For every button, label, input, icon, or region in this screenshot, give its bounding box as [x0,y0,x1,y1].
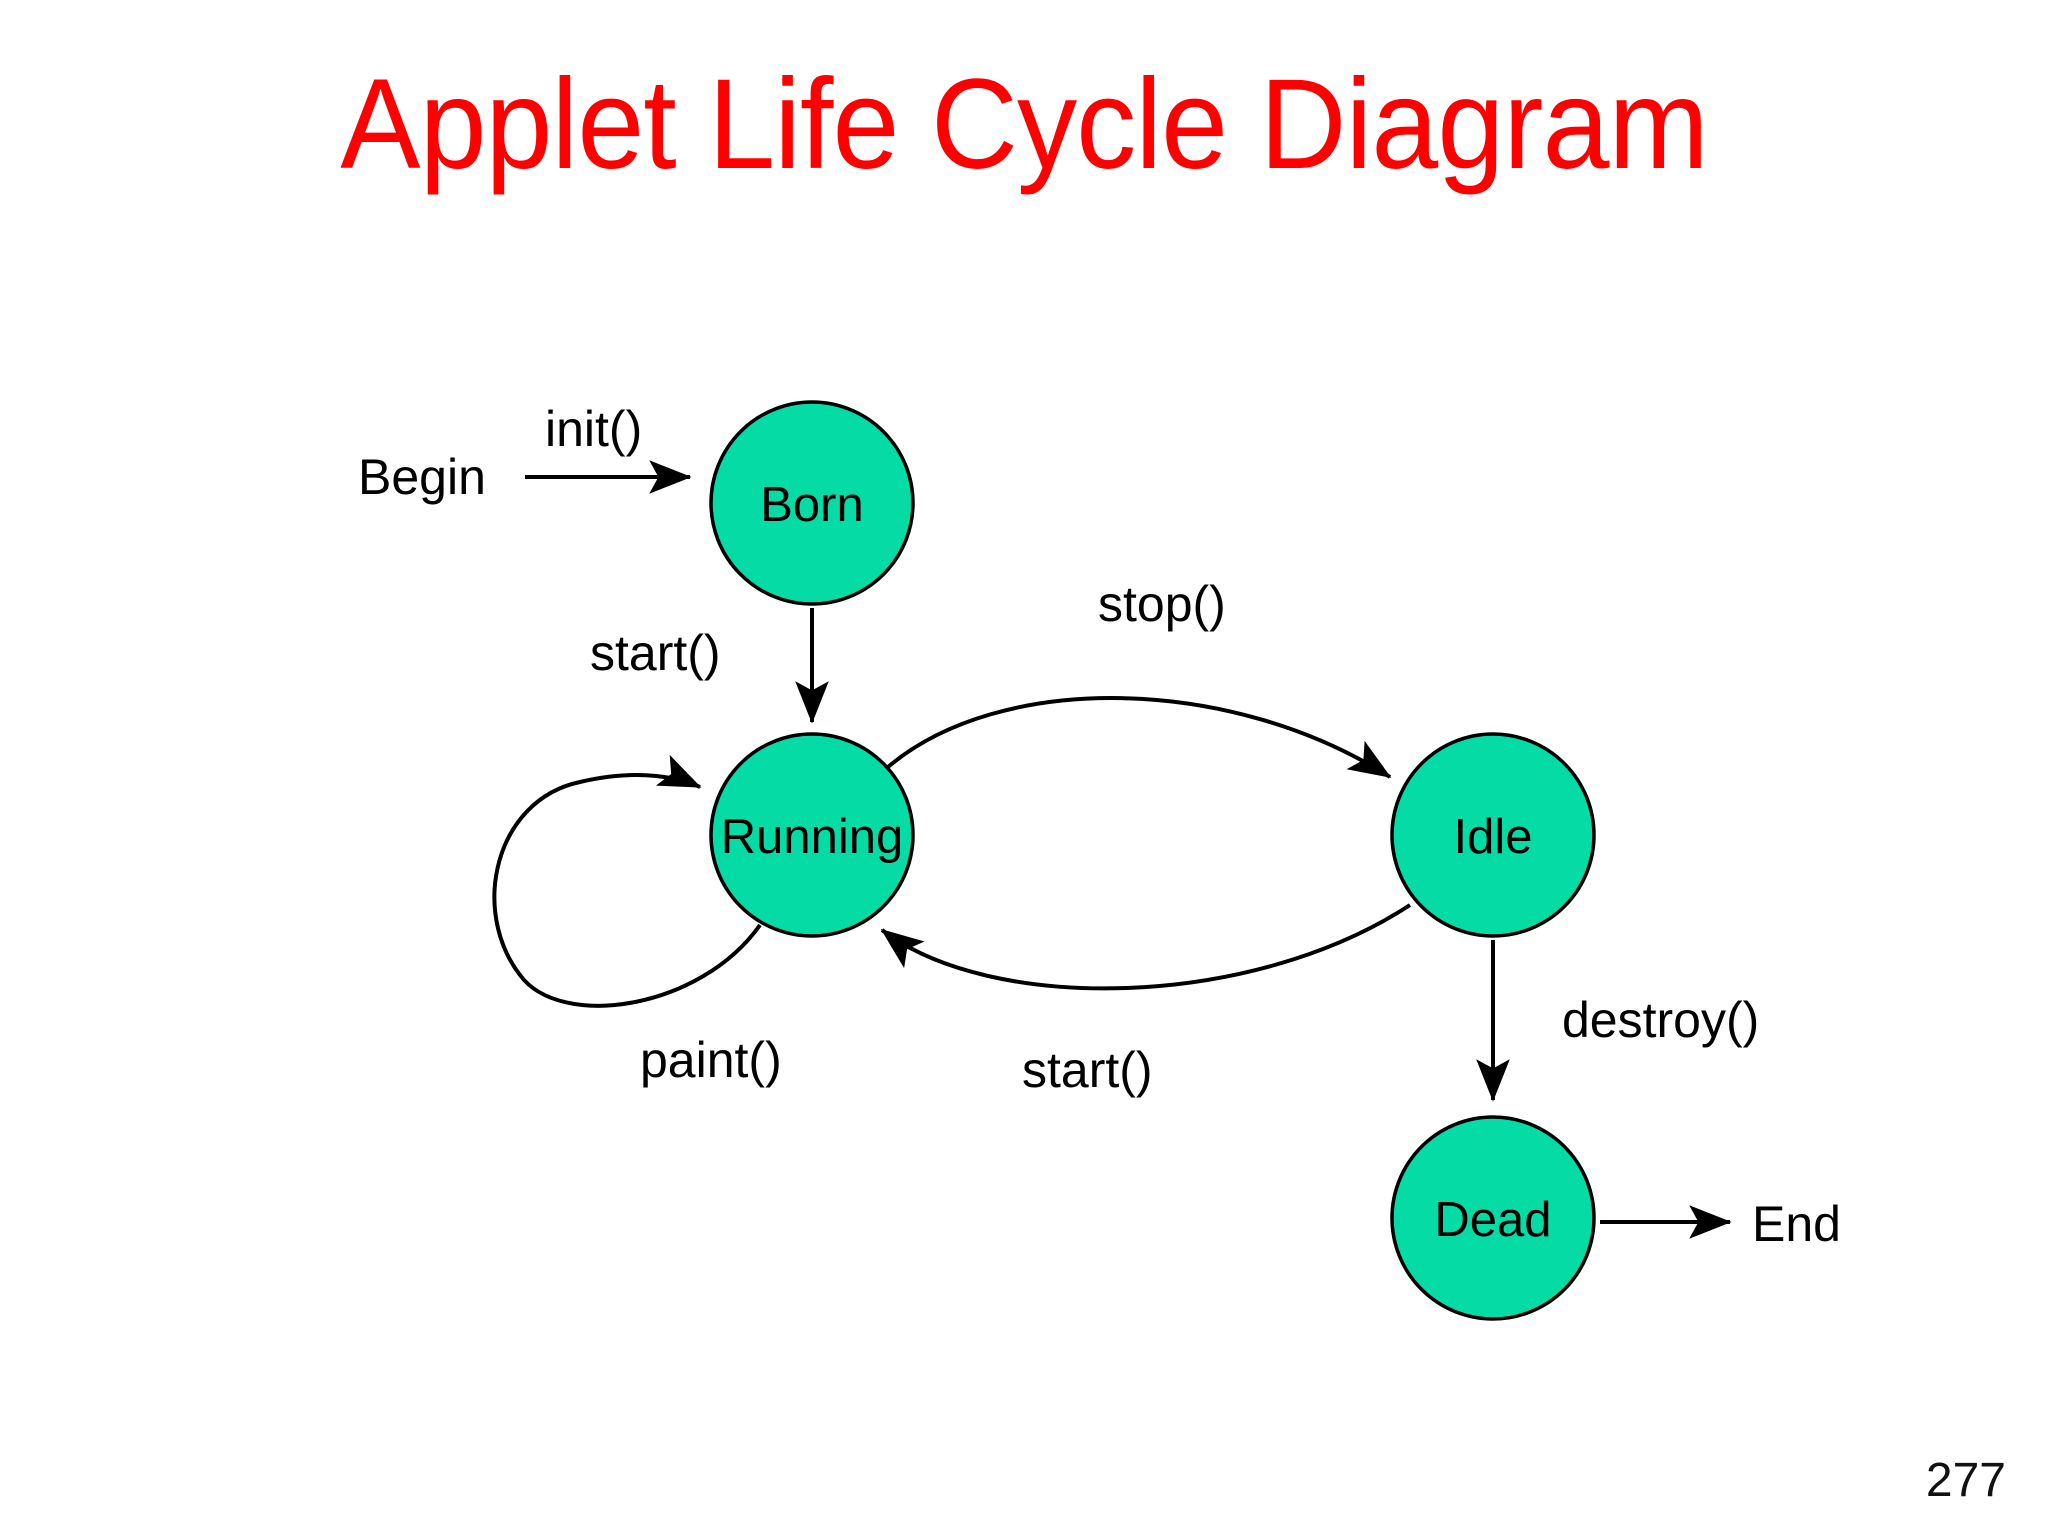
state-circle-dead[interactable] [1390,1115,1596,1321]
edge-born-to-running: start() [590,608,829,724]
edge-label-paint: paint() [640,1032,782,1088]
edge-arrow-stop [886,696,1392,779]
state-label-dead: Dead [1434,1193,1551,1247]
edge-label-start-born: start() [590,625,721,681]
state-label-idle: Idle [1453,810,1532,864]
state-circle-running[interactable] [709,732,915,938]
state-circle-idle[interactable] [1390,732,1596,938]
edge-label-stop: stop() [1098,576,1226,632]
state-label-running: Running [721,810,904,864]
state-node-dead[interactable]: Dead [1390,1115,1596,1321]
edge-label-init: init() [545,401,642,457]
edge-idle-to-dead: destroy() [1476,940,1759,1102]
terminal-label-end: End [1752,1196,1841,1252]
state-label-born: Born [760,478,864,532]
state-node-idle[interactable]: Idle [1390,732,1596,938]
edge-label-start-idle: start() [1022,1042,1153,1098]
edge-begin-to-born: init() [525,401,692,494]
edge-arrow-paint [492,754,762,1008]
page-number: 277 [1925,1454,2006,1507]
state-node-running[interactable]: Running [709,732,915,938]
edge-running-self-paint: paint() [492,754,782,1088]
state-node-born[interactable]: Born [709,400,915,606]
edge-label-destroy: destroy() [1562,992,1759,1048]
terminal-label-begin: Begin [358,449,486,505]
state-circle-born[interactable] [709,400,915,606]
edge-idle-to-running: start() [880,903,1412,1098]
edge-arrow-start-idle [880,903,1412,991]
page-title: Applet Life Cycle Diagram [340,53,1708,196]
edge-running-to-idle: stop() [886,576,1392,779]
